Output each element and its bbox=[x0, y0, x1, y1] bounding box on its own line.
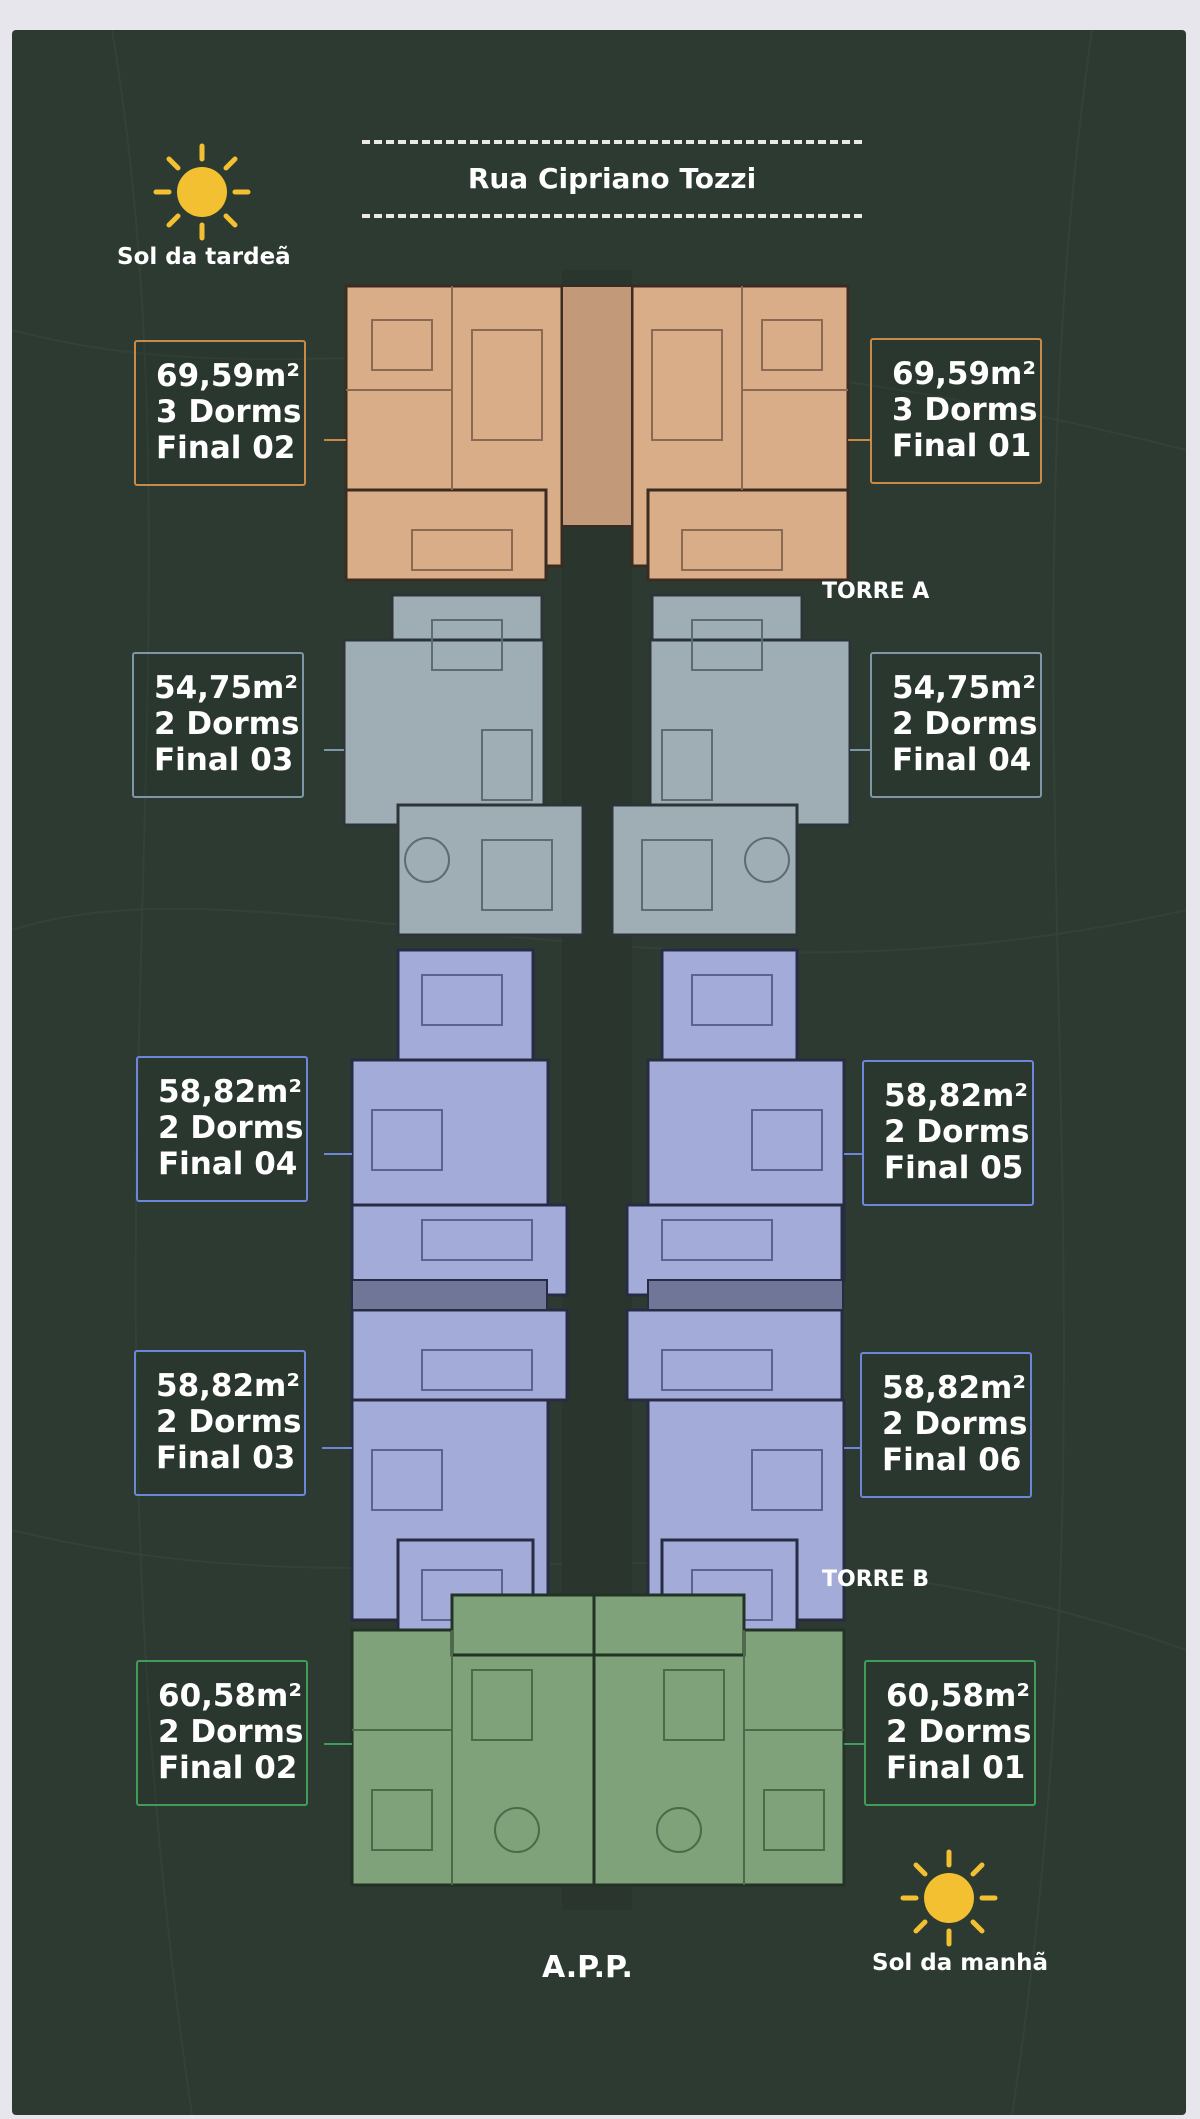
tower-b-label: TORRE B bbox=[822, 1567, 930, 1592]
unit-label-left-teal: 54,75m² 2 Dorms Final 03 bbox=[132, 652, 304, 798]
unit-final: Final 03 bbox=[156, 1440, 296, 1476]
unit-label-right-blue-bottom: 58,82m² 2 Dorms Final 06 bbox=[860, 1352, 1032, 1498]
unit-final: Final 02 bbox=[156, 430, 296, 466]
unit-dorms: 2 Dorms bbox=[884, 1114, 1030, 1150]
floor-plan-drawing bbox=[322, 270, 870, 1910]
street-marker: Rua Cipriano Tozzi bbox=[362, 140, 862, 218]
unit-label-left-blue-top: 58,82m² 2 Dorms Final 04 bbox=[136, 1056, 308, 1202]
street-name: Rua Cipriano Tozzi bbox=[467, 162, 757, 195]
unit-teal-left bbox=[342, 593, 585, 937]
unit-area: 60,58m² bbox=[886, 1678, 1030, 1714]
unit-area: 69,59m² bbox=[156, 358, 300, 394]
sun-afternoon-icon bbox=[152, 142, 252, 242]
unit-label-left-orange: 69,59m² 3 Dorms Final 02 bbox=[134, 340, 306, 486]
unit-final: Final 01 bbox=[892, 428, 1032, 464]
unit-dorms: 2 Dorms bbox=[158, 1110, 304, 1146]
unit-green-right bbox=[592, 1593, 846, 1887]
tower-a-label: TORRE A bbox=[822, 579, 930, 604]
unit-final: Final 06 bbox=[882, 1442, 1022, 1478]
unit-area: 60,58m² bbox=[158, 1678, 302, 1714]
sun-morning-icon bbox=[899, 1848, 999, 1948]
unit-dorms: 2 Dorms bbox=[892, 706, 1038, 742]
unit-orange-left bbox=[344, 284, 564, 582]
unit-area: 54,75m² bbox=[892, 670, 1036, 706]
unit-area: 58,82m² bbox=[884, 1078, 1028, 1114]
unit-dorms: 3 Dorms bbox=[892, 392, 1038, 428]
unit-label-right-teal: 54,75m² 2 Dorms Final 04 bbox=[870, 652, 1042, 798]
unit-teal-right bbox=[610, 593, 852, 937]
unit-area: 69,59m² bbox=[892, 356, 1036, 392]
unit-dorms: 2 Dorms bbox=[882, 1406, 1028, 1442]
sun-morning-label: Sol da manhã bbox=[872, 1950, 1049, 1976]
unit-final: Final 02 bbox=[158, 1750, 298, 1786]
unit-label-left-blue-bottom: 58,82m² 2 Dorms Final 03 bbox=[134, 1350, 306, 1496]
unit-area: 54,75m² bbox=[154, 670, 298, 706]
unit-dorms: 2 Dorms bbox=[154, 706, 300, 742]
unit-label-right-blue-top: 58,82m² 2 Dorms Final 05 bbox=[862, 1060, 1034, 1206]
app-label: A.P.P. bbox=[542, 1950, 633, 1985]
unit-final: Final 04 bbox=[158, 1146, 298, 1182]
unit-area: 58,82m² bbox=[882, 1370, 1026, 1406]
unit-area: 58,82m² bbox=[156, 1368, 300, 1404]
unit-dorms: 2 Dorms bbox=[158, 1714, 304, 1750]
unit-final: Final 03 bbox=[154, 742, 294, 778]
unit-label-left-green: 60,58m² 2 Dorms Final 02 bbox=[136, 1660, 308, 1806]
unit-final: Final 01 bbox=[886, 1750, 1026, 1786]
sun-afternoon-label: Sol da tardeã bbox=[117, 244, 291, 270]
unit-final: Final 04 bbox=[892, 742, 1032, 778]
unit-area: 58,82m² bbox=[158, 1074, 302, 1110]
unit-label-right-green: 60,58m² 2 Dorms Final 01 bbox=[864, 1660, 1036, 1806]
unit-dorms: 2 Dorms bbox=[886, 1714, 1032, 1750]
unit-dorms: 2 Dorms bbox=[156, 1404, 302, 1440]
unit-label-right-orange: 69,59m² 3 Dorms Final 01 bbox=[870, 338, 1042, 484]
floor-plan-board: Rua Cipriano Tozzi Sol da tardeã Sol da bbox=[12, 30, 1186, 2115]
unit-final: Final 05 bbox=[884, 1150, 1024, 1186]
unit-dorms: 3 Dorms bbox=[156, 394, 302, 430]
